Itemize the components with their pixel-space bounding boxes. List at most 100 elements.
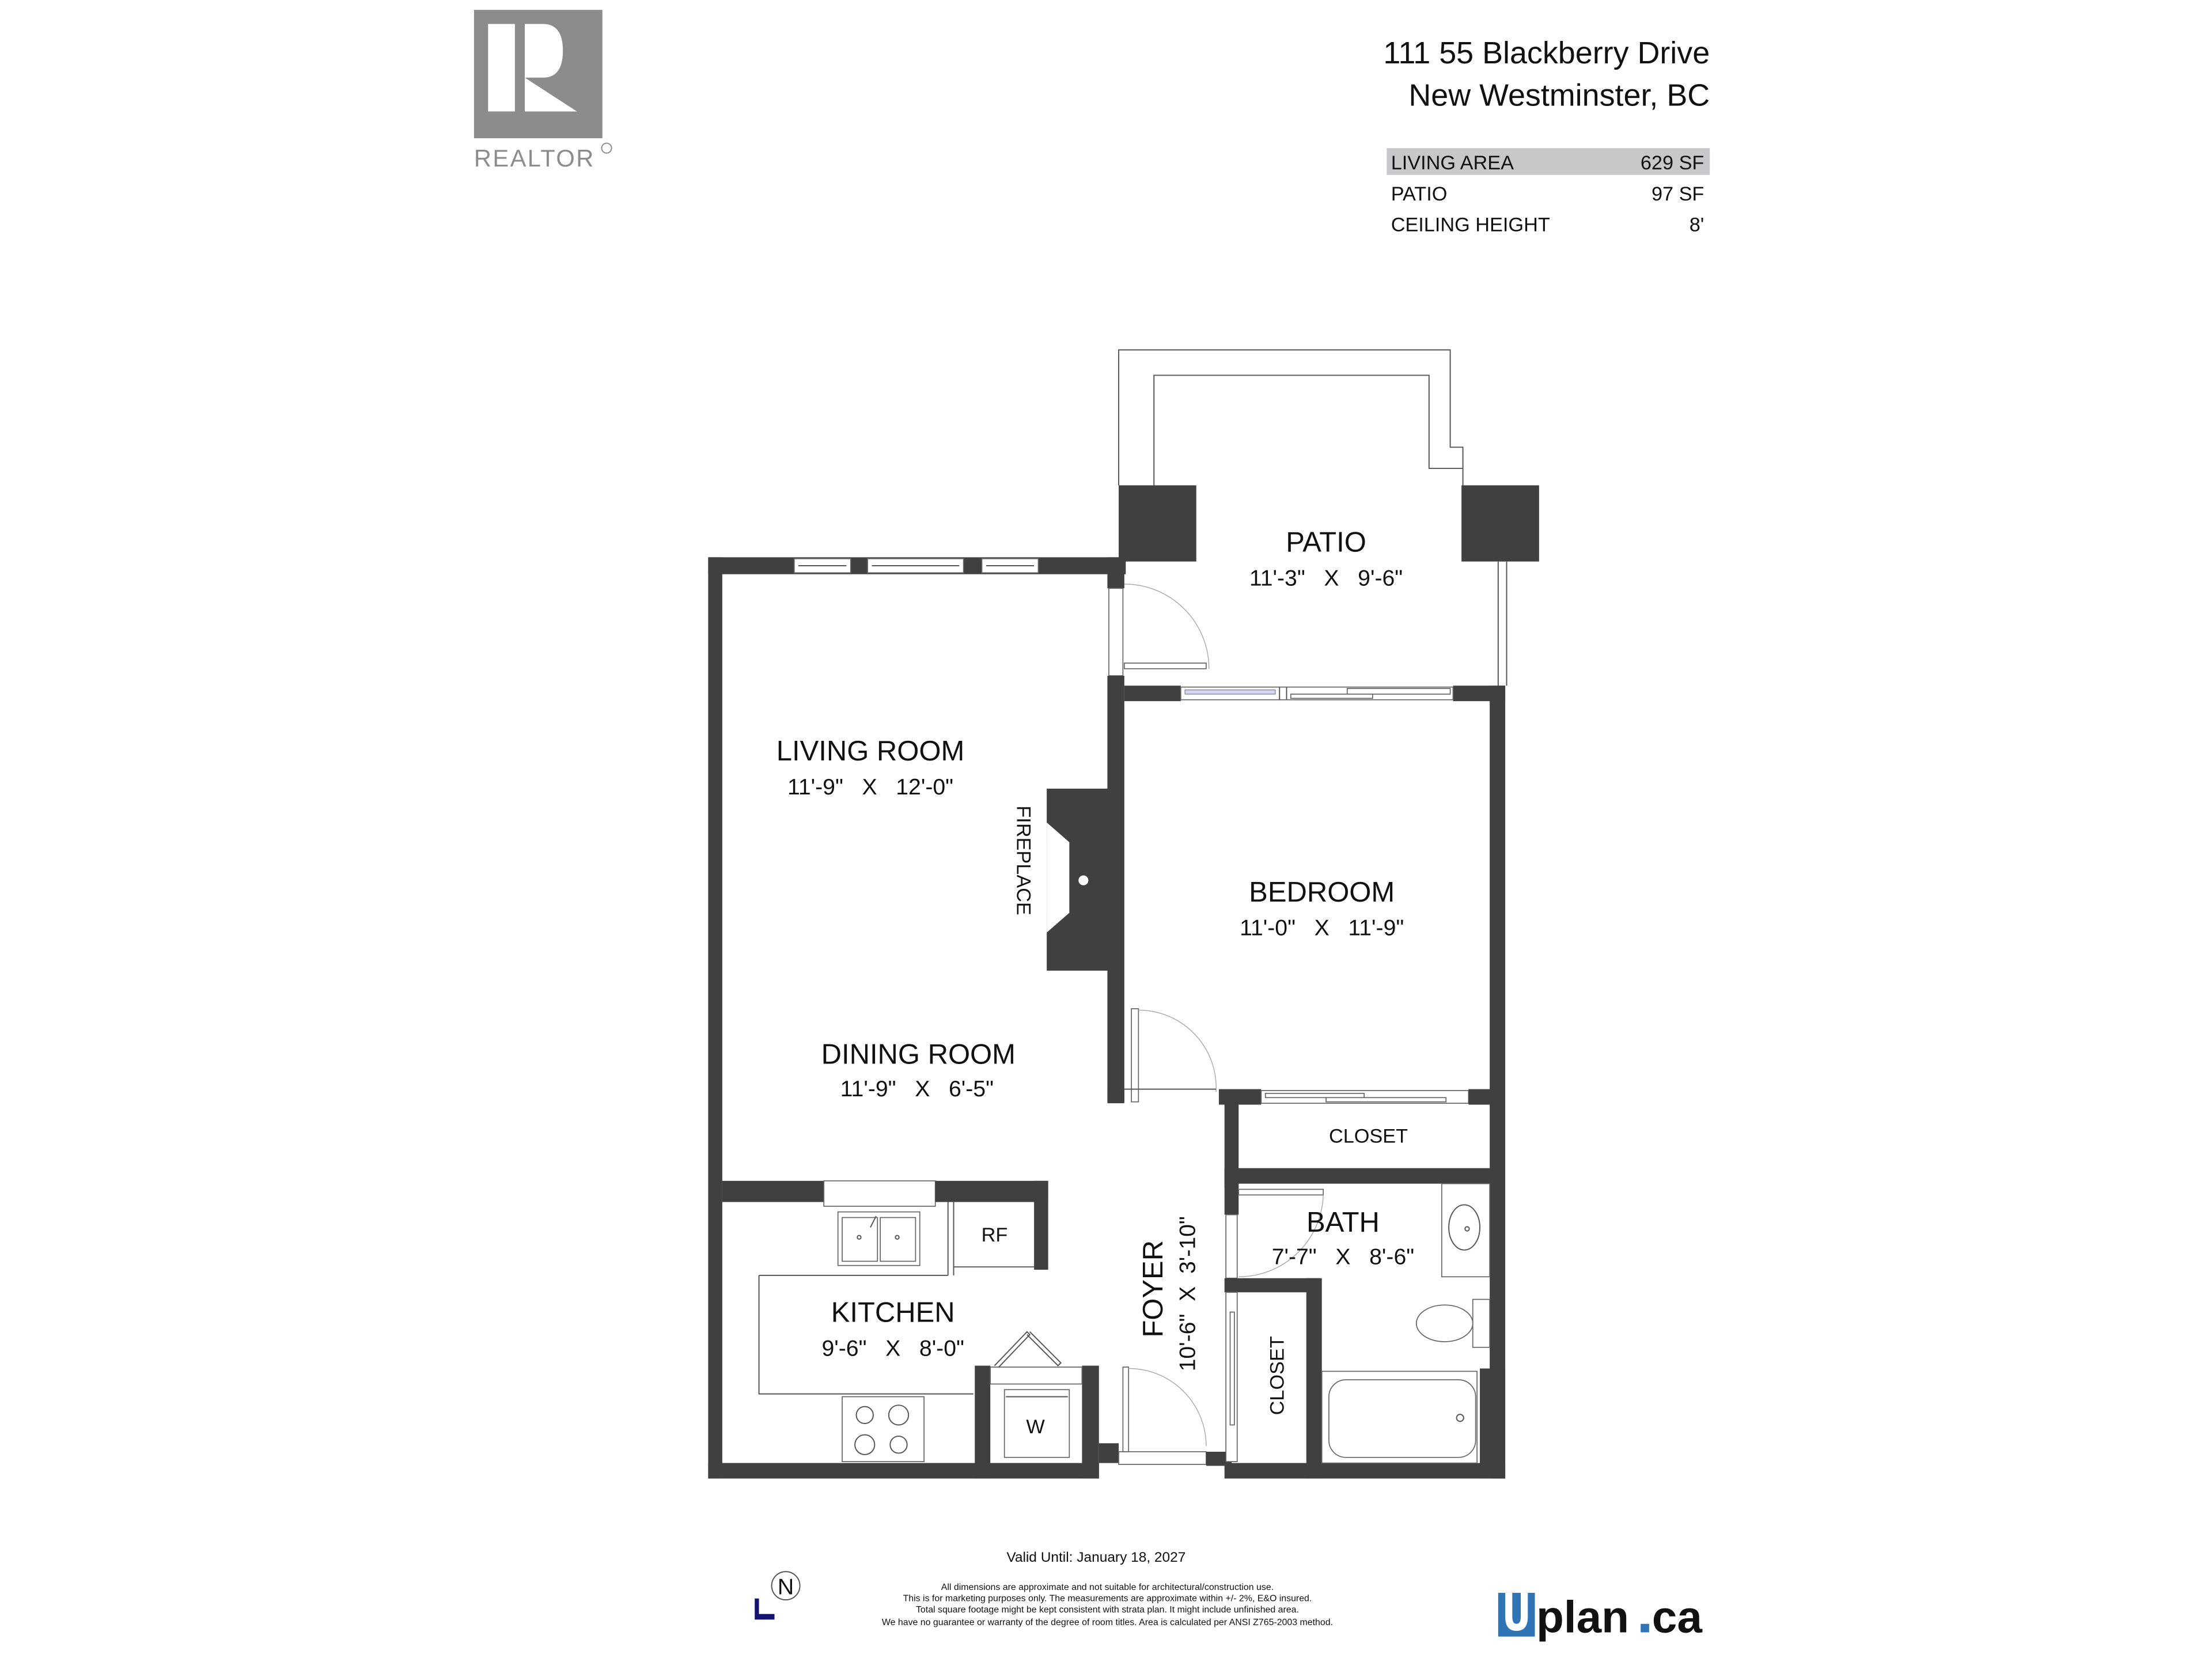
disclaimer-line: All dimensions are approximate and not s… bbox=[941, 1583, 1274, 1592]
fireplace-vent-icon bbox=[1078, 875, 1089, 885]
summary-label: PATIO bbox=[1391, 183, 1448, 205]
wall-foyer-closet-east bbox=[1306, 1278, 1322, 1479]
room-kitchen: KITCHEN 9'-6" X 8'-0" bbox=[821, 1297, 964, 1361]
bath-vanity-sink-icon bbox=[1441, 1183, 1490, 1278]
property-address: 111 55 Blackberry Drive New Westminster,… bbox=[1383, 36, 1710, 112]
toilet-icon bbox=[1415, 1298, 1490, 1348]
room-name: BEDROOM bbox=[1249, 877, 1395, 908]
summary-label: CEILING HEIGHT bbox=[1391, 214, 1550, 236]
room-name: FOYER bbox=[1138, 1240, 1169, 1338]
address-line-1: 111 55 Blackberry Drive bbox=[1383, 36, 1710, 70]
floor-plan: FIREPLACE CLOSET bbox=[708, 349, 1539, 1479]
room-living: LIVING ROOM 11'-9" X 12'-0" bbox=[777, 736, 964, 800]
wall-bath-west-upper bbox=[1224, 1183, 1239, 1215]
uplan-dot bbox=[1641, 1623, 1649, 1633]
area-summary-table: LIVING AREA 629 SF PATIO 97 SF CEILING H… bbox=[1387, 148, 1710, 236]
room-dimensions: 11'-9" X 6'-5" bbox=[840, 1077, 994, 1101]
realtor-logo: REALTOR bbox=[474, 10, 612, 172]
room-dining: DINING ROOM 11'-9" X 6'-5" bbox=[821, 1039, 1016, 1101]
realtor-r-logo-icon bbox=[474, 10, 603, 139]
room-name: PATIO bbox=[1286, 527, 1366, 558]
room-patio: PATIO 11'-3" X 9'-6" bbox=[1249, 527, 1403, 591]
disclaimer-line: Total square footage might be kept consi… bbox=[916, 1605, 1299, 1615]
bedroom-door bbox=[1124, 1008, 1217, 1103]
room-bath: BATH 7'-7" X 8'-6" bbox=[1272, 1207, 1414, 1269]
wall-foyer-sw bbox=[1099, 1443, 1119, 1463]
summary-value: 97 SF bbox=[1652, 183, 1704, 205]
uplan-wordmark: plan bbox=[1536, 1591, 1629, 1642]
closet-label-foyer: CLOSET bbox=[1267, 1336, 1289, 1415]
wall-bath-closet-north bbox=[1224, 1278, 1321, 1293]
patio-pillar-right bbox=[1461, 485, 1539, 562]
fireplace: FIREPLACE bbox=[1013, 788, 1112, 971]
address-line-2: New Westminster, BC bbox=[1408, 78, 1710, 113]
disclaimer-line: This is for marketing purposes only. The… bbox=[903, 1594, 1312, 1604]
bathtub-icon bbox=[1321, 1371, 1478, 1464]
patio-outline bbox=[1118, 349, 1508, 686]
disclaimer-line: We have no guarantee or warranty of the … bbox=[882, 1618, 1333, 1627]
kitchen-passthrough bbox=[823, 1180, 936, 1207]
bath-door-frame bbox=[1225, 1214, 1238, 1279]
uplan-tld: ca bbox=[1652, 1591, 1703, 1642]
wall-west bbox=[708, 557, 722, 1479]
summary-row: LIVING AREA 629 SF bbox=[1391, 152, 1705, 174]
room-name: DINING ROOM bbox=[821, 1039, 1016, 1070]
room-name: BATH bbox=[1306, 1207, 1380, 1238]
wall-laundry-east bbox=[1082, 1365, 1099, 1479]
wall-kitchen-north-a bbox=[722, 1180, 824, 1202]
bedroom-closet-door bbox=[1260, 1090, 1469, 1104]
room-dimensions: 10'-6" X 3'-10" bbox=[1175, 1216, 1200, 1371]
room-bedroom: BEDROOM 11'-0" X 11'-9" bbox=[1240, 877, 1404, 941]
entry-door bbox=[1118, 1366, 1207, 1465]
summary-value: 629 SF bbox=[1641, 152, 1704, 174]
stove-icon bbox=[842, 1396, 925, 1463]
kitchen-sink-icon bbox=[837, 1211, 921, 1266]
summary-value: 8' bbox=[1690, 214, 1705, 236]
fireplace-label: FIREPLACE bbox=[1013, 805, 1035, 915]
summary-row: CEILING HEIGHT 8' bbox=[1391, 214, 1705, 236]
fridge-label: RF bbox=[982, 1224, 1008, 1246]
wall-bedroom-south-a bbox=[1218, 1089, 1262, 1105]
wall-living-east-upper bbox=[1107, 557, 1124, 589]
summary-row: PATIO 97 SF bbox=[1391, 183, 1705, 205]
realtor-wordmark: REALTOR bbox=[474, 145, 595, 172]
living-window bbox=[793, 558, 1039, 574]
room-dimensions: 11'-0" X 11'-9" bbox=[1240, 916, 1404, 941]
wall-kitchen-north-b bbox=[935, 1180, 1048, 1202]
wall-bedroom-sw bbox=[1107, 1089, 1124, 1104]
wall-south-kitchen bbox=[708, 1463, 1099, 1479]
wall-bedroom-south-b bbox=[1468, 1089, 1493, 1105]
room-dimensions: 11'-3" X 9'-6" bbox=[1249, 566, 1403, 590]
patio-pillar-left bbox=[1119, 485, 1196, 562]
washer-icon: W bbox=[1003, 1389, 1070, 1458]
wall-bedroom-north-a bbox=[1124, 686, 1181, 702]
washer-label: W bbox=[1026, 1416, 1045, 1438]
summary-row-highlight bbox=[1387, 148, 1710, 175]
room-dimensions: 11'-9" X 12'-0" bbox=[787, 775, 953, 800]
registered-mark-icon bbox=[601, 142, 612, 154]
wall-laundry-west bbox=[975, 1365, 991, 1479]
valid-until: Valid Until: January 18, 2027 bbox=[1006, 1550, 1185, 1565]
wall-fridge-east bbox=[1034, 1180, 1048, 1270]
bath-door bbox=[1238, 1188, 1324, 1196]
room-name: LIVING ROOM bbox=[777, 736, 964, 767]
wall-closet-south bbox=[1224, 1168, 1493, 1184]
summary-label: LIVING AREA bbox=[1391, 152, 1514, 174]
compass-arrow-icon bbox=[755, 1598, 775, 1620]
north-compass-icon: N bbox=[755, 1571, 801, 1620]
room-labels: PATIO 11'-3" X 9'-6" LIVING ROOM 11'-9" … bbox=[777, 527, 1414, 1372]
patio-door-frame bbox=[1108, 588, 1124, 676]
room-dimensions: 7'-7" X 8'-6" bbox=[1272, 1244, 1414, 1269]
laundry-bifold-door bbox=[990, 1331, 1083, 1385]
compass-letter: N bbox=[778, 1574, 794, 1599]
disclaimer: All dimensions are approximate and not s… bbox=[882, 1583, 1333, 1627]
room-foyer: FOYER 10'-6" X 3'-10" bbox=[1138, 1216, 1200, 1371]
wall-south-bath bbox=[1224, 1463, 1506, 1479]
uplan-logo: plan ca bbox=[1498, 1591, 1703, 1642]
closet-label-bedroom: CLOSET bbox=[1329, 1126, 1408, 1148]
wall-tub-east bbox=[1479, 1368, 1506, 1479]
room-dimensions: 9'-6" X 8'-0" bbox=[821, 1336, 964, 1361]
kitchen-counter bbox=[758, 1275, 974, 1395]
